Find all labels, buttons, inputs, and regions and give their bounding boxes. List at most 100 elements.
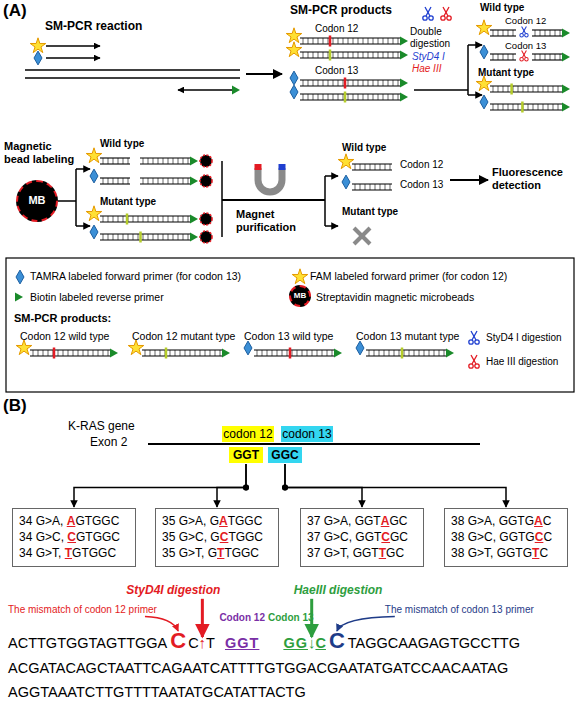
scissors-blade	[522, 26, 526, 33]
dna-rung	[113, 234, 114, 240]
scissors-handle	[447, 16, 451, 20]
dna-rung	[338, 52, 339, 58]
dna-rung	[88, 350, 89, 356]
dna-rung	[365, 164, 366, 170]
figure-label: Codon 13	[268, 612, 314, 624]
flow-arrow	[246, 73, 282, 75]
dna-rung	[133, 216, 134, 222]
dna-rung	[123, 178, 124, 184]
scissors-icon	[469, 331, 479, 344]
mutated-base: A	[381, 514, 390, 528]
dna-rung	[348, 94, 349, 100]
scissors-handle	[525, 33, 529, 37]
dna-rung	[103, 350, 104, 356]
dna-rung	[558, 104, 559, 110]
dna-rung	[358, 94, 359, 100]
sequence-part: GC	[389, 514, 407, 528]
dna-rung	[375, 164, 376, 170]
node-text: codon 13	[282, 427, 331, 441]
dna-rung	[493, 104, 494, 110]
dna-rung	[503, 104, 504, 110]
dna-rung	[378, 94, 379, 100]
figure-label: Magnetic bead labeling	[4, 140, 80, 165]
dna-rung	[93, 350, 94, 356]
sequence-part: TGGC	[224, 546, 259, 560]
dna-rung	[503, 30, 504, 36]
dna-rung	[313, 52, 314, 58]
branch-line	[75, 169, 77, 226]
dna-rung	[388, 94, 389, 100]
dna-rung	[493, 30, 494, 36]
flow-arrow	[46, 57, 100, 58]
dna-rung	[429, 350, 430, 356]
legend-frame	[6, 258, 574, 392]
dna-rung	[307, 350, 308, 356]
dna-rung	[535, 54, 536, 60]
dna-rung	[188, 178, 189, 184]
sequence-text: C	[188, 635, 198, 652]
dna-rung	[333, 52, 334, 58]
figure-label: StyD4I digestion	[126, 584, 220, 598]
dna-rung	[178, 178, 179, 184]
dna-rung	[363, 80, 364, 86]
figure-label: The mismatch of codon 13 primer	[385, 604, 534, 616]
dna-rung	[150, 350, 151, 356]
sequence-part: 37 G>T, GGT	[307, 546, 379, 560]
node-text: 37 G>A, GGTAGC	[307, 513, 417, 529]
figure-label: Magnet purification	[236, 208, 320, 233]
dna-rung	[98, 350, 99, 356]
dna-strand	[100, 163, 130, 164]
biotin-triangle	[110, 349, 118, 358]
dna-rung	[323, 80, 324, 86]
dna-rung	[262, 350, 263, 356]
figure-label: (B)	[3, 396, 27, 416]
flow-arrow	[201, 599, 204, 637]
dna-rung	[419, 350, 420, 356]
sequence-text: ↓	[308, 634, 316, 651]
scissors-blade	[443, 7, 448, 16]
dna-rung	[560, 30, 561, 36]
biotin-triangle	[232, 86, 240, 95]
dna-rung	[343, 80, 344, 86]
dna-rung	[528, 104, 529, 110]
dna-rung	[373, 80, 374, 86]
figure-label: Codon 13	[400, 179, 443, 191]
mutant-site	[329, 50, 332, 61]
dna-rung	[323, 38, 324, 44]
dna-rung	[383, 52, 384, 58]
branch-line	[414, 89, 468, 91]
sequence-part: 37 G>C, GGT	[307, 530, 381, 544]
dna-rung	[163, 216, 164, 222]
mutated-base: C	[67, 530, 76, 544]
dna-rung	[183, 158, 184, 164]
dna-rung	[518, 86, 519, 92]
dna-rung	[108, 350, 109, 356]
sequence-part: GC	[390, 530, 408, 544]
dna-rung	[384, 350, 385, 356]
dna-rung	[548, 104, 549, 110]
node-text: GGC	[271, 448, 298, 462]
branch-dot	[282, 485, 288, 491]
mutation-branch	[217, 464, 246, 507]
dna-rung	[399, 350, 400, 356]
dna-rung	[138, 234, 139, 240]
dna-rung	[303, 38, 304, 44]
scissors-blade	[472, 331, 477, 340]
flow-arrow	[325, 225, 338, 227]
figure-label: Wild type	[480, 2, 524, 14]
dna-rung	[378, 80, 379, 86]
figure-label: HaeIII digestion	[294, 584, 383, 598]
node-text: 38 G>C, GGTGCC	[451, 529, 561, 545]
mutation-box: 37 G>A, GGTAGC37 G>C, GGTCGC37 G>T, GGTT…	[300, 508, 424, 567]
dna-rung	[308, 52, 309, 58]
dna-rung	[153, 216, 154, 222]
dna-rung	[508, 30, 509, 36]
tamra-diamond	[342, 175, 350, 189]
scissors-blade	[472, 355, 477, 364]
dna-rung	[118, 158, 119, 164]
dna-strand	[300, 93, 400, 94]
scissors-handle	[423, 16, 427, 20]
dna-rung	[328, 38, 329, 44]
figure-label: (A)	[3, 1, 27, 21]
